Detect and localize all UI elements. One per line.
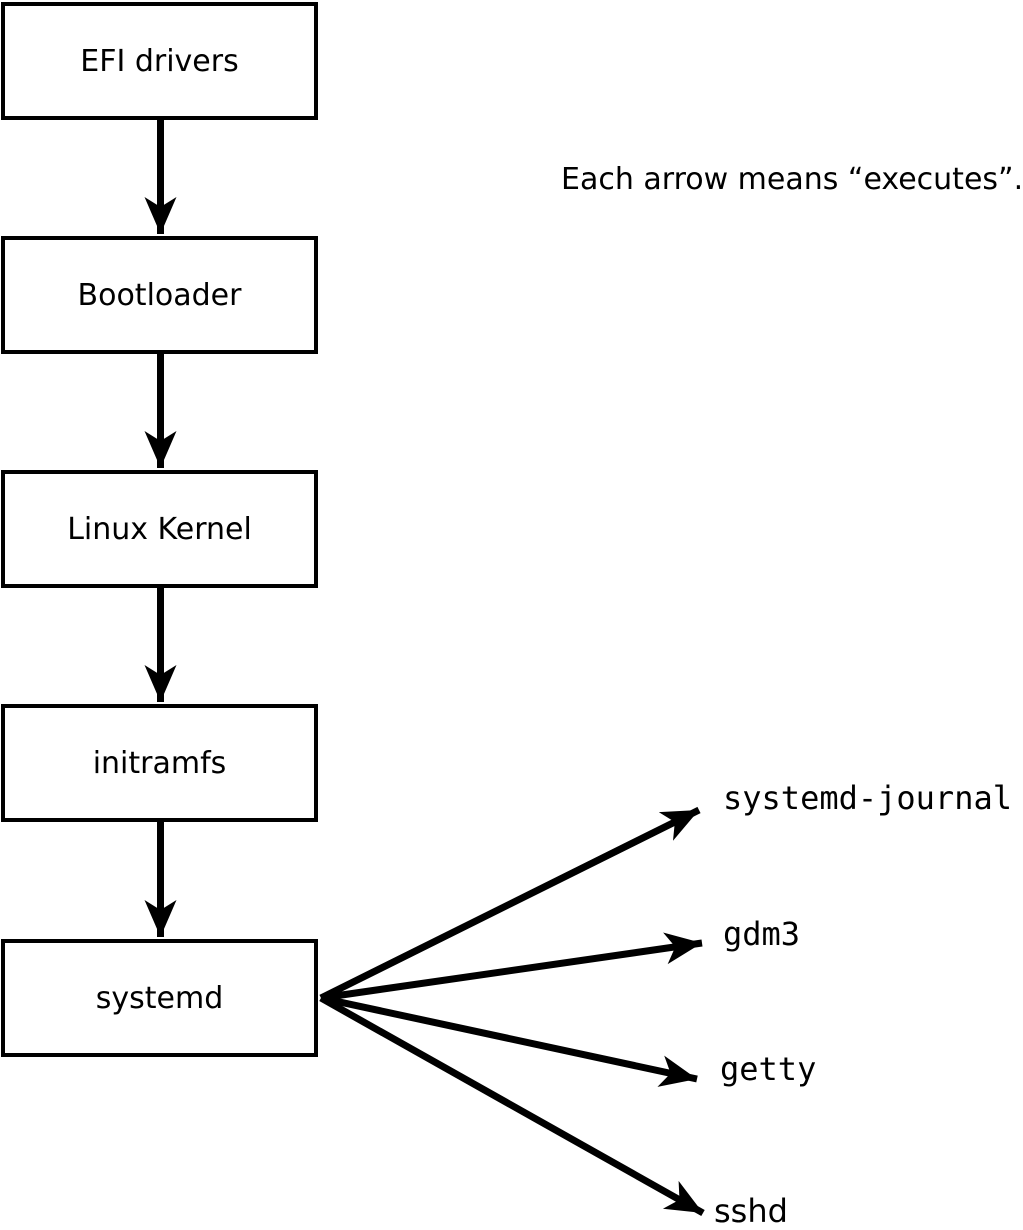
box-bootloader: Bootloader: [1, 236, 318, 354]
arrow-systemd-to-gdm3: [320, 932, 703, 1002]
box-efi-drivers-label: EFI drivers: [80, 43, 239, 79]
service-label-systemd-journal: systemd-journal: [723, 779, 1012, 817]
box-efi-drivers: EFI drivers: [1, 2, 318, 120]
box-linux-kernel-label: Linux Kernel: [67, 511, 252, 547]
service-label-gdm3: gdm3: [723, 915, 801, 953]
arrow-meaning-note: Each arrow means “executes”.: [561, 162, 1023, 197]
arrow-systemd-to-sshd: [319, 994, 705, 1217]
box-initramfs: initramfs: [1, 704, 318, 822]
box-linux-kernel: Linux Kernel: [1, 470, 318, 588]
box-systemd-label: systemd: [95, 980, 224, 1016]
service-label-sshd: sshd: [714, 1192, 788, 1230]
arrow-systemd-to-systemd-journal: [319, 806, 701, 1002]
box-initramfs-label: initramfs: [92, 745, 227, 781]
box-bootloader-label: Bootloader: [77, 277, 242, 313]
box-systemd: systemd: [1, 939, 318, 1057]
service-label-getty: getty: [720, 1050, 817, 1088]
arrow-systemd-to-getty: [320, 994, 698, 1087]
